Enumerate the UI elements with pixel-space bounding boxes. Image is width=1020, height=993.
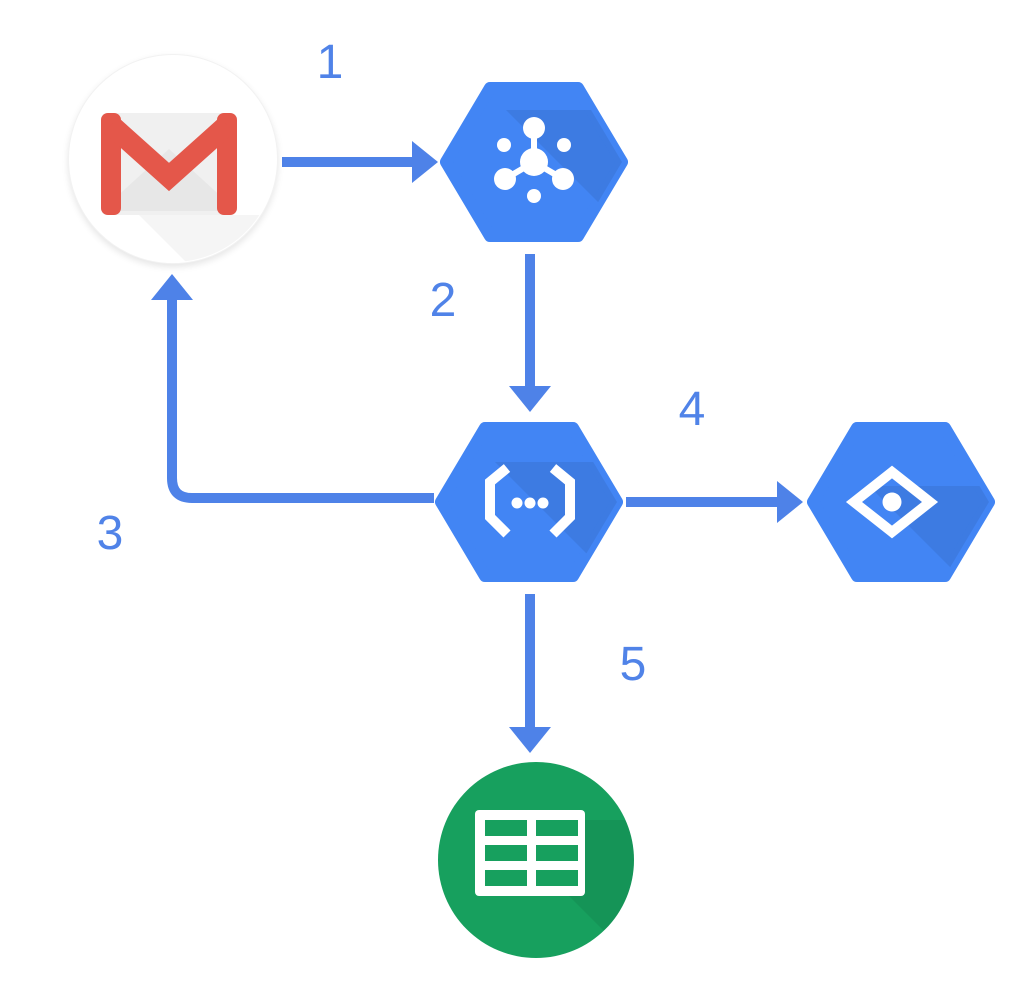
- functions-brackets-glyph: [485, 464, 575, 538]
- gmail-node: [68, 54, 278, 264]
- arrow-pubsub-to-functions: [509, 254, 551, 412]
- pubsub-hexagon-icon: [440, 82, 628, 242]
- sheets-spreadsheet-icon: [438, 762, 634, 958]
- edge-label-3: 3: [96, 507, 124, 560]
- cloud-vision-node: [807, 422, 995, 582]
- edge-label-5: 5: [619, 638, 647, 691]
- cloud-functions-hexagon-icon: [435, 422, 623, 582]
- edge-label-2: 2: [429, 274, 457, 327]
- sheets-table-glyph: [475, 810, 585, 896]
- gmail-icon: [101, 113, 276, 262]
- arrow-functions-to-sheets: [509, 594, 551, 753]
- vision-eye-glyph: [845, 465, 939, 539]
- arrow-functions-to-gmail: [151, 274, 434, 503]
- arrow-functions-to-vision: [626, 481, 803, 523]
- pubsub-hub-glyph: [494, 117, 574, 203]
- vision-hexagon-icon: [807, 422, 995, 582]
- cloud-pubsub-node: [440, 82, 628, 242]
- edge-label-1: 1: [316, 36, 344, 89]
- google-sheets-node: [438, 762, 634, 958]
- arrow-gmail-to-pubsub: [282, 141, 438, 183]
- cloud-functions-node: [435, 422, 623, 582]
- edge-label-4: 4: [678, 383, 706, 436]
